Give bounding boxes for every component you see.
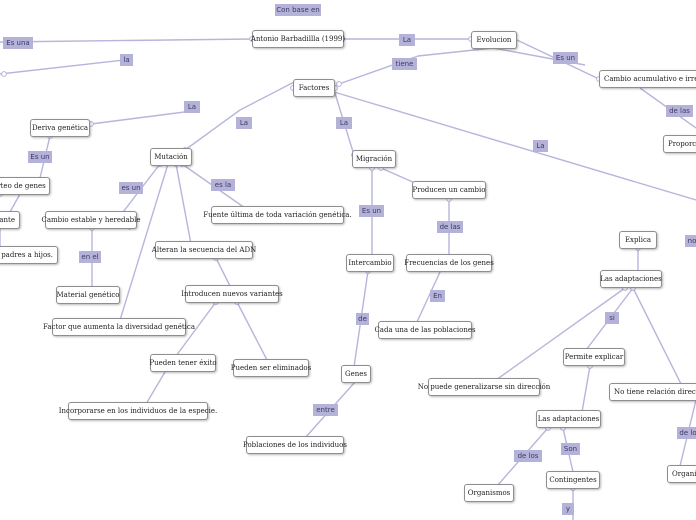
node-alteran-adn[interactable]: Alteran la secuencia del ADN [152, 241, 256, 259]
link-la-mutacion[interactable]: La [236, 117, 252, 129]
link-la-explica[interactable]: La [533, 140, 548, 152]
link-la-deriva[interactable]: La [184, 101, 200, 113]
node-genes[interactable]: Genes [341, 365, 371, 383]
link-son[interactable]: Son [561, 443, 580, 455]
connector-handle[interactable] [1, 71, 7, 77]
node-organismos[interactable]: Organismos [464, 484, 514, 502]
link-es-un-sorteo[interactable]: Es un [28, 151, 52, 163]
node-deriva-genetica[interactable]: Deriva genética [30, 119, 90, 137]
link-es-un-cambio-estable[interactable]: es un [119, 182, 143, 194]
node-las-adaptaciones-1[interactable]: Las adaptaciones [600, 270, 662, 288]
link-de-los-organismos[interactable]: de los [514, 450, 542, 462]
link-la-left[interactable]: la [120, 54, 133, 66]
connector-line [581, 365, 591, 413]
node-contingentes[interactable]: Contingentes [546, 471, 600, 489]
connector-line [0, 58, 134, 75]
link-en[interactable]: En [430, 290, 445, 302]
link-si[interactable]: si [605, 312, 619, 324]
connector-line [0, 38, 253, 43]
link-no[interactable]: no [685, 235, 696, 247]
link-es-una[interactable]: Es una [3, 37, 33, 49]
node-pueden-ser-eliminados[interactable]: Pueden ser eliminados [231, 359, 311, 377]
connector-line [184, 109, 241, 151]
node-proporcion[interactable]: Proporcion [663, 135, 696, 153]
node-producen-cambio[interactable]: Producen un cambio [412, 181, 486, 199]
link-de-lo[interactable]: de lo [677, 427, 696, 439]
node-migracion[interactable]: Migración [352, 150, 396, 168]
connector-line [145, 371, 166, 405]
connector-line [90, 109, 201, 125]
connector-line [417, 47, 494, 57]
connector-line [175, 163, 192, 245]
connector-line [236, 301, 268, 361]
link-de[interactable]: de [356, 313, 369, 325]
link-es-la[interactable]: es la [211, 179, 235, 191]
connector-line [119, 163, 169, 321]
link-es-un-intercambio[interactable]: Es un [359, 205, 384, 217]
node-cambio-acumulativo[interactable]: Cambio acumulativo e irreversible [599, 70, 696, 88]
connector-line [333, 91, 696, 201]
node-padres-hijos[interactable]: de los padres a hijos. [0, 246, 58, 264]
connector-handle[interactable] [336, 81, 342, 87]
link-tiene[interactable]: tiene [392, 58, 417, 70]
link-la-evolucion[interactable]: La [399, 34, 415, 46]
link-con-base-en[interactable]: Con base en [275, 4, 321, 16]
link-y[interactable]: y [562, 503, 574, 515]
node-evolucion[interactable]: Evolucion [471, 31, 517, 49]
connector-line [175, 301, 217, 357]
link-la-migracion[interactable]: La [336, 117, 352, 129]
node-pueden-tener-exito[interactable]: Pueden tener éxito [149, 354, 217, 372]
node-sorteo-genes[interactable]: Sorteo de genes [0, 177, 50, 195]
node-antonio[interactable]: Antonio Barbadillla (1999) [251, 30, 345, 48]
node-explica[interactable]: Explica [619, 231, 657, 249]
connector-line [380, 167, 416, 184]
node-cada-una[interactable]: Cada una de las poblaciones [374, 321, 476, 339]
node-fuente-ultima[interactable]: Fuente última de toda variación genética… [203, 206, 352, 224]
link-de-las-frecuencias[interactable]: de las [437, 221, 463, 233]
node-frecuencias-genes[interactable]: Frecuencias de los genes [404, 254, 494, 272]
node-no-generalizarse[interactable]: No puede generalizarse sin dirección [418, 378, 550, 396]
node-material-genetico[interactable]: Material genético [56, 286, 120, 304]
connector-line [416, 271, 441, 323]
link-es-un-cambio[interactable]: Es un [553, 52, 578, 64]
node-factores[interactable]: Factores [293, 79, 335, 97]
node-cante[interactable]: cante [0, 211, 20, 229]
node-intercambio[interactable]: Intercambio [346, 254, 394, 272]
node-mutacion[interactable]: Mutación [150, 148, 192, 166]
node-incorporarse[interactable]: Incorporarse en los individuos de la esp… [59, 402, 217, 420]
link-de-las[interactable]: de las [666, 105, 693, 117]
node-cambio-estable[interactable]: Cambio estable y heredable [42, 211, 141, 229]
connector-line [215, 257, 232, 289]
node-permite-explicar[interactable]: Permite explicar [563, 348, 625, 366]
node-no-relacion[interactable]: No tiene relación directa con [609, 383, 696, 401]
link-en-el[interactable]: en el [79, 251, 101, 263]
connector-line [239, 79, 299, 111]
node-organi[interactable]: Organi [667, 465, 696, 483]
node-introducen-variantes[interactable]: Introducen nuevos variantes [181, 285, 283, 303]
node-factor-aumenta[interactable]: Factor que aumenta la diversidad genétic… [43, 318, 195, 336]
link-entre[interactable]: entre [313, 404, 338, 416]
node-poblaciones-individuos[interactable]: Poblaciones de los individuos [243, 436, 347, 454]
connector-line [9, 193, 21, 213]
connector-line [495, 287, 626, 381]
node-las-adaptaciones-2[interactable]: Las adaptaciones [536, 410, 601, 428]
connector-line [632, 287, 682, 385]
